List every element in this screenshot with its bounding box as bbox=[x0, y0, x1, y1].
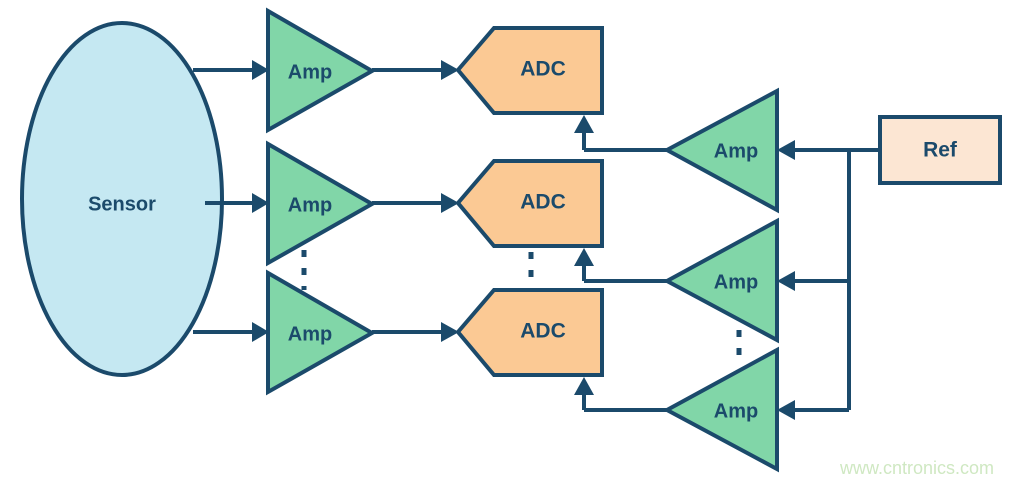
input-amplifier-3[interactable]: Amp bbox=[266, 269, 377, 396]
buffer-to-adc-wires bbox=[574, 115, 667, 412]
sensor-label: Sensor bbox=[88, 193, 156, 215]
reference-distribution-wires bbox=[777, 140, 880, 420]
amp-triangle-2 bbox=[266, 140, 377, 267]
arrow-buffer-1-to-adc-1 bbox=[574, 115, 594, 133]
arrow-ref-to-buffer-1 bbox=[777, 140, 795, 160]
ref-amp-triangle-3 bbox=[662, 346, 779, 473]
arrow-amp-to-adc-1 bbox=[441, 60, 459, 80]
adc-shape-2 bbox=[455, 159, 604, 248]
arrow-ref-to-buffer-2 bbox=[777, 271, 795, 291]
sensor-ellipse bbox=[20, 21, 224, 377]
ref-amp-2-label: Amp bbox=[714, 271, 758, 293]
ref-label: Ref bbox=[923, 139, 958, 162]
watermark-label: www.cntronics.com bbox=[839, 458, 994, 478]
arrow-sensor-to-amp-1 bbox=[252, 60, 269, 80]
adc-2-label: ADC bbox=[520, 191, 566, 214]
arrow-ref-to-buffer-3 bbox=[777, 400, 795, 420]
amp-to-adc-wires bbox=[372, 60, 459, 342]
adc-1-label: ADC bbox=[520, 58, 566, 81]
input-amp-1-label: Amp bbox=[288, 61, 332, 83]
ref-amp-triangle-2 bbox=[662, 217, 779, 344]
arrow-amp-to-adc-2 bbox=[441, 193, 459, 213]
arrow-sensor-to-amp-2 bbox=[252, 193, 269, 213]
reference-buffer-3[interactable]: Amp bbox=[662, 346, 779, 473]
ref-box bbox=[878, 115, 1002, 185]
reference-block[interactable]: Ref bbox=[878, 115, 1002, 185]
ref-amp-triangle-1 bbox=[662, 87, 779, 214]
adc-block-3[interactable]: ADC bbox=[455, 288, 604, 377]
amp-triangle-1 bbox=[266, 7, 377, 134]
ref-amp-3-label: Amp bbox=[714, 400, 758, 422]
reference-buffer-1[interactable]: Amp bbox=[662, 87, 779, 214]
adc-block-2[interactable]: ADC bbox=[455, 159, 604, 248]
input-amp-2-label: Amp bbox=[288, 194, 332, 216]
reference-buffer-2[interactable]: Amp bbox=[662, 217, 779, 344]
amp-triangle-3 bbox=[266, 269, 377, 396]
input-amplifier-2[interactable]: Amp bbox=[266, 140, 377, 267]
arrow-amp-to-adc-3 bbox=[441, 322, 459, 342]
adc-3-label: ADC bbox=[520, 320, 566, 343]
sensor-block[interactable]: Sensor bbox=[20, 21, 224, 377]
arrow-buffer-3-to-adc-3 bbox=[574, 377, 594, 395]
sensor-to-amp-wires bbox=[193, 60, 269, 342]
arrow-buffer-2-to-adc-2 bbox=[574, 248, 594, 266]
adc-shape-1 bbox=[455, 26, 604, 115]
input-amplifier-1[interactable]: Amp bbox=[266, 7, 377, 134]
adc-shape-3 bbox=[455, 288, 604, 377]
input-amp-3-label: Amp bbox=[288, 323, 332, 345]
ref-amp-1-label: Amp bbox=[714, 140, 758, 162]
arrow-sensor-to-amp-3 bbox=[252, 322, 269, 342]
adc-block-1[interactable]: ADC bbox=[455, 26, 604, 115]
